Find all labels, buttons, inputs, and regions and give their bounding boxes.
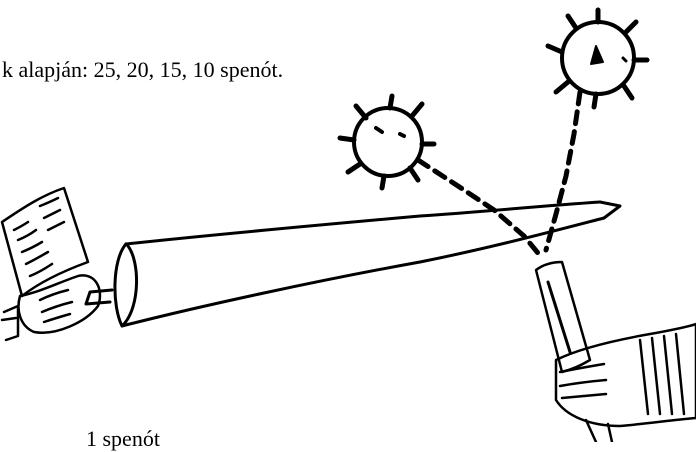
illustration-swordfight: [0, 7, 696, 442]
text-line-bottom: 1 spenót: [86, 426, 160, 451]
sword: [84, 200, 622, 328]
spiked-ball-large: [545, 7, 650, 110]
text-line-top: k alapján: 25, 20, 15, 10 spenót.: [2, 57, 284, 82]
right-gauntlet-with-handle: [534, 260, 696, 442]
spiked-ball-small: [337, 93, 437, 191]
chain-large: [543, 89, 583, 253]
left-hand-with-scroll: [0, 186, 102, 342]
